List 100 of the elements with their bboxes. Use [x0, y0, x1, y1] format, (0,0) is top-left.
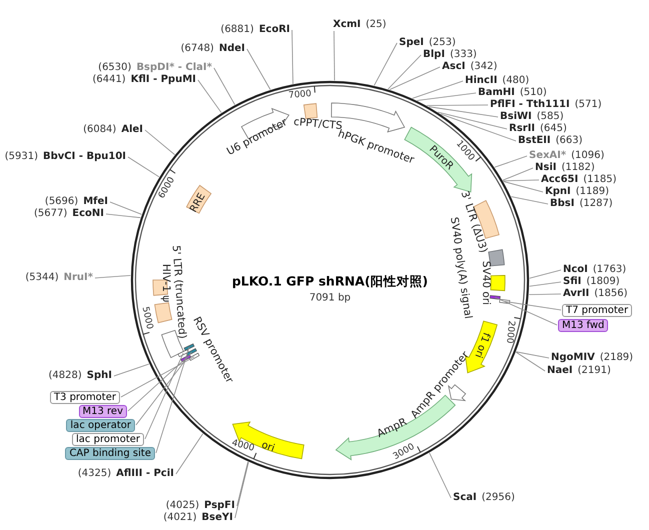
leader-line	[428, 106, 498, 118]
site-position: (510)	[520, 87, 547, 99]
enzyme-name: BspDI* - ClaI*	[136, 62, 212, 74]
enzyme-name: RsrII	[509, 123, 536, 135]
site-position: (1182)	[561, 162, 595, 174]
leader-line	[388, 54, 422, 90]
feature-mark	[499, 299, 510, 304]
enzyme-name: AleI	[121, 124, 143, 136]
leader-line	[214, 68, 236, 106]
enzyme-name: EcoRI	[258, 24, 290, 36]
leader-line	[528, 294, 562, 295]
site-position: (1185)	[583, 174, 616, 186]
enzyme-name: SphI	[86, 370, 112, 382]
tick-label: 5000	[140, 306, 154, 330]
leader-line	[437, 112, 508, 130]
enzyme-name: EcoNI	[72, 208, 104, 220]
site-position: (6084)	[83, 124, 116, 136]
site-position: (1856)	[594, 288, 628, 300]
leader-line	[494, 156, 528, 168]
site-position: (4021)	[163, 512, 197, 524]
feature-mark	[184, 344, 195, 351]
enzyme-name: AflIII - PciI	[116, 468, 174, 480]
enzyme-name: NruI*	[64, 272, 93, 284]
site-position: (2191)	[578, 365, 611, 377]
site-position: (1763)	[592, 264, 626, 276]
feature-block	[303, 103, 318, 120]
enzyme-name: BstEII	[518, 135, 551, 147]
leader-line	[292, 30, 294, 84]
feature-tag: T3 promoter	[50, 390, 120, 404]
site-position: (5931)	[4, 151, 38, 163]
feature-label: 5' LTR (truncated)	[170, 244, 188, 340]
leader-line	[176, 433, 204, 474]
leader-line	[510, 196, 548, 204]
feature-block	[186, 184, 212, 214]
enzyme-name: SfiI	[563, 276, 582, 288]
leader-line	[504, 301, 562, 310]
site-position: (663)	[556, 135, 583, 147]
site-position: (6748)	[180, 43, 214, 55]
feature-mark	[490, 295, 501, 300]
leader-line	[503, 181, 544, 192]
leader-line	[440, 114, 516, 142]
site-position: (5344)	[25, 272, 59, 284]
map-title: pLKO.1 GFP shRNA(阳性对照)	[232, 274, 428, 290]
site-position: (585)	[536, 111, 564, 123]
site-position: (342)	[470, 61, 498, 73]
enzyme-name: NcoI	[563, 264, 588, 276]
feature-tag: CAP binding site	[65, 446, 155, 460]
site-position: (6441)	[92, 74, 126, 86]
site-position: (1096)	[571, 150, 604, 162]
leader-line	[334, 30, 335, 81]
feature-block	[154, 302, 172, 324]
site-position: (4025)	[166, 500, 200, 512]
site-position: (1287)	[579, 198, 613, 210]
site-position: (645)	[540, 123, 567, 135]
leader-line	[144, 130, 176, 156]
leader-line	[156, 346, 190, 454]
leader-line	[236, 461, 248, 506]
feature-tag: M13 fwd	[558, 318, 608, 332]
leader-line	[494, 296, 558, 326]
enzyme-name: XcmI	[333, 19, 361, 31]
leader-line	[374, 42, 398, 86]
leader-line	[136, 352, 192, 426]
feature-label: f1 ori	[472, 330, 492, 360]
leader-line	[128, 358, 186, 412]
tick-label: 7000	[288, 89, 312, 102]
enzyme-name: PflFI - Tth111I	[490, 99, 570, 111]
site-position: (5677)	[34, 208, 68, 220]
enzyme-name: NgoMIV	[551, 352, 595, 364]
enzyme-name: KflI - PpuMI	[130, 74, 196, 86]
enzyme-name: AvrII	[563, 288, 590, 300]
site-position: (253)	[428, 37, 456, 49]
enzyme-name: BsiWI	[500, 111, 532, 123]
tick-label: 4000	[231, 438, 256, 454]
enzyme-name: SexAI*	[529, 150, 566, 162]
leader-line	[106, 214, 141, 218]
leader-line	[529, 282, 562, 287]
site-position: (6530)	[98, 62, 132, 74]
enzyme-name: AscI	[442, 61, 466, 73]
feature-block	[490, 275, 506, 292]
enzyme-name: SpeI	[399, 37, 424, 49]
site-position: (25)	[366, 19, 386, 31]
site-position: (6881)	[220, 24, 254, 36]
enzyme-name: BbsI	[550, 198, 574, 210]
directional-feature	[232, 422, 304, 460]
leader-line	[234, 462, 249, 518]
enzyme-name: BbvCI - Bpu10I	[42, 151, 126, 163]
leader-line	[516, 351, 550, 358]
site-position: (333)	[450, 49, 477, 61]
leader-line	[426, 104, 488, 106]
leader-line	[94, 275, 131, 278]
enzyme-name: Acc65I	[541, 174, 578, 186]
enzyme-name: BamHI	[478, 87, 515, 99]
enzyme-name: PspFI	[204, 500, 235, 512]
leader-line	[429, 452, 452, 498]
site-position: (2956)	[482, 492, 515, 504]
enzyme-name: KpnI	[545, 186, 571, 198]
feature-tag: lac promoter	[72, 432, 144, 446]
enzyme-name: ScaI	[453, 492, 477, 504]
enzyme-name: MfeI	[83, 196, 108, 208]
leader-line	[246, 48, 271, 90]
